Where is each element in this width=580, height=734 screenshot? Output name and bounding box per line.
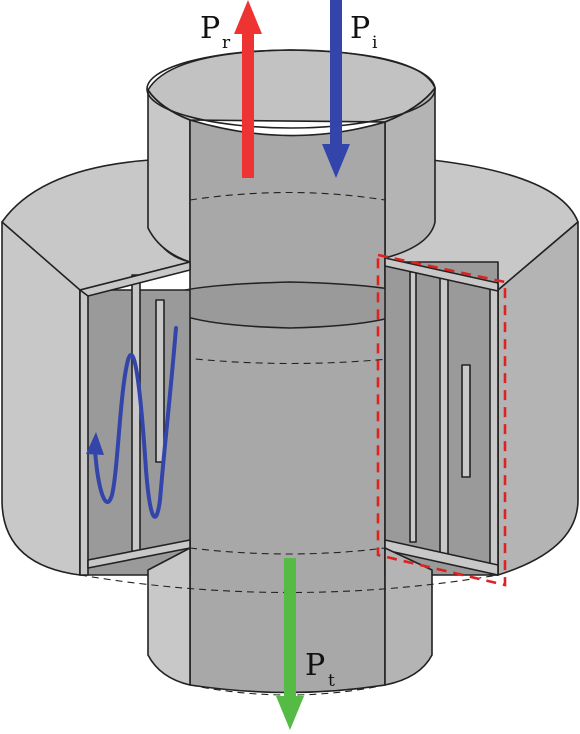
- incident-power-arrow: [322, 0, 350, 178]
- standing-wave-arrowhead: [86, 432, 104, 455]
- right-cavity-top: [384, 257, 499, 292]
- right-cavity-inner-plate: [409, 271, 417, 543]
- label-transmitted-power: P t: [305, 648, 335, 691]
- left-cavity-top: [79, 261, 191, 297]
- label-incident-sub: i: [372, 33, 378, 53]
- incident-arrow-shaft: [330, 0, 342, 148]
- highlight-region-box: [376, 253, 507, 587]
- left-cavity-mid-plate: [131, 274, 141, 558]
- label-transmitted-sub: t: [328, 671, 335, 691]
- transmitted-power-arrow: [276, 558, 304, 730]
- label-transmitted-main: P: [305, 648, 325, 683]
- lower-port-left-wall: [147, 547, 191, 686]
- transmitted-arrow-head: [276, 696, 304, 730]
- reflected-power-arrow: [234, 0, 262, 178]
- standing-wave: [86, 326, 178, 519]
- reflected-arrow-shaft: [242, 30, 254, 178]
- lower-port-right-wall: [384, 547, 433, 686]
- transmitted-arrow-shaft: [284, 558, 296, 700]
- upper-port-tube: [146, 49, 436, 271]
- standing-wave-curve: [93, 326, 178, 519]
- label-reflected-sub: r: [222, 33, 231, 53]
- left-cavity-outer-plate: [79, 289, 89, 576]
- label-incident-power: P i: [350, 11, 378, 53]
- label-incident-main: P: [350, 11, 370, 46]
- outer-cylinder-right-wall: [497, 221, 579, 576]
- label-reflected-main: P: [200, 11, 220, 46]
- right-cavity-outer-plate: [489, 284, 499, 576]
- left-cavity-section: [79, 261, 191, 576]
- right-cavity-mid-plate: [439, 274, 449, 558]
- right-cavity-bottom: [384, 539, 499, 576]
- outer-cylinder: [1, 159, 579, 576]
- right-cavity-stub: [461, 364, 471, 478]
- reflected-arrow-head: [234, 0, 262, 34]
- upper-port-rim: [146, 49, 436, 129]
- left-cavity-stub: [155, 299, 165, 463]
- right-cavity-section: [384, 257, 499, 576]
- label-reflected-power: P r: [200, 11, 231, 53]
- incident-arrow-head: [322, 144, 350, 178]
- lower-port-tube: [79, 547, 499, 696]
- inner-bore: [159, 119, 426, 694]
